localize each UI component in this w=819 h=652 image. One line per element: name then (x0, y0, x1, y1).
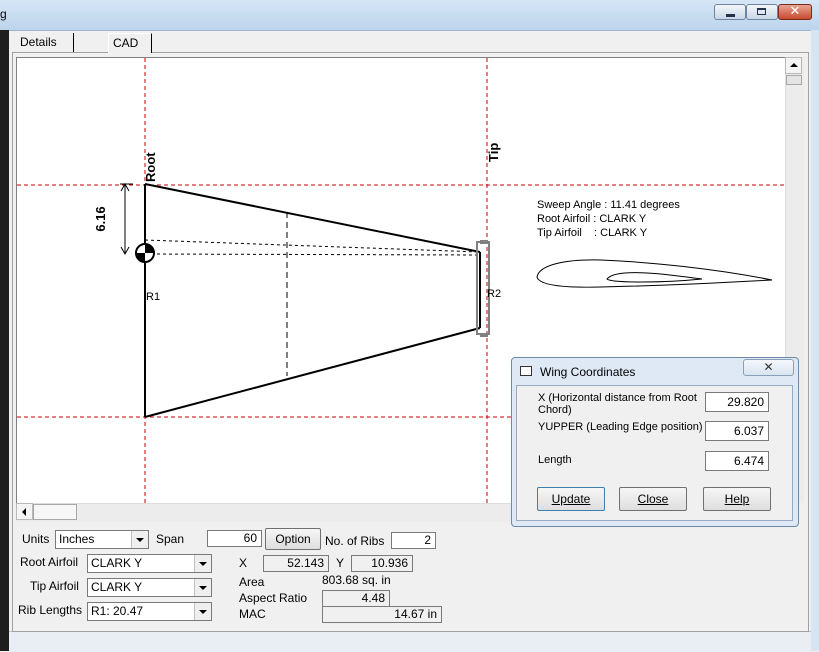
dialog-title: Wing Coordinates (540, 365, 636, 379)
window-icon (520, 366, 532, 376)
length-input[interactable]: 6.474 (705, 451, 769, 471)
span-input[interactable]: 60 (207, 530, 262, 547)
root-airfoil-label: Root Airfoil (20, 555, 79, 569)
aspect-ratio-value: 4.48 (322, 590, 390, 607)
help-button[interactable]: Help (703, 487, 771, 511)
yupper-label: YUPPER (Leading Edge position) (538, 421, 703, 433)
length-label: Length (538, 454, 572, 466)
left-edge (0, 30, 9, 651)
tip-airfoil-value: CLARK Y (91, 580, 143, 594)
units-select[interactable]: Inches (55, 530, 149, 549)
rib2-label: R2 (487, 288, 501, 300)
root-airfoil-select[interactable]: CLARK Y (87, 554, 212, 573)
rib-lengths-value: R1: 20.47 (91, 604, 144, 618)
root-airfoil-value: CLARK Y (91, 556, 143, 570)
right-frame (811, 30, 819, 651)
rib2-handle-bottom (480, 333, 488, 337)
chord-dimension-label: 6.16 (93, 206, 108, 231)
area-value: 803.68 sq. in (322, 573, 391, 587)
tip-airfoil-label: Tip Airfoil (30, 579, 79, 593)
tab-details[interactable]: Details (16, 33, 74, 52)
scroll-left-button[interactable] (16, 503, 33, 520)
aspect-ratio-label: Aspect Ratio (239, 591, 308, 605)
leading-edge-line (144, 183, 481, 253)
mac-value: 14.67 in (322, 606, 442, 623)
vertical-scroll-thumb[interactable] (786, 75, 802, 85)
wing-planform-drawing: 6.16 Root Tip R1 R2 (17, 58, 786, 504)
close-window-button[interactable]: ✕ (778, 3, 812, 20)
y-value: 10.936 (351, 555, 413, 572)
internal-lines (144, 212, 481, 376)
dialog-close-button[interactable]: ✕ (743, 359, 794, 376)
units-value: Inches (59, 532, 95, 546)
chevron-down-icon (136, 538, 144, 542)
span-label: Span (156, 532, 185, 546)
airfoil-profile (536, 259, 773, 288)
scroll-up-button[interactable] (785, 57, 802, 74)
tip-label: Tip (486, 143, 501, 162)
area-label: Area (239, 575, 265, 589)
trailing-edge-line (144, 327, 481, 418)
tip-airfoil-text: Tip Airfoil : CLARK Y (537, 227, 648, 239)
units-label: Units (22, 532, 50, 546)
rib-lengths-dropdown-button[interactable] (194, 603, 211, 620)
ribs-input[interactable]: 2 (391, 532, 436, 549)
arrow-left-icon (22, 508, 26, 516)
bottom-frame (9, 631, 811, 652)
rib-lengths-label: Rib Lengths (18, 603, 83, 617)
quarter-chord-line (144, 239, 481, 253)
sweep-angle-text: Sweep Angle : 11.41 degrees (537, 199, 680, 211)
rib2-handle-top (480, 240, 488, 244)
x-label: X (239, 556, 248, 570)
horizontal-scroll-thumb[interactable] (33, 504, 77, 520)
units-dropdown-button[interactable] (131, 531, 148, 548)
wing-outline (144, 183, 481, 418)
title-bar (0, 0, 819, 31)
tip-airfoil-select[interactable]: CLARK Y (87, 578, 212, 597)
root-label: Root (143, 152, 158, 182)
tab-cad[interactable]: CAD (108, 33, 152, 53)
cg-symbol (135, 243, 155, 263)
tip-airfoil-dropdown-button[interactable] (194, 579, 211, 596)
dialog-close-action-button[interactable]: Close (619, 487, 687, 511)
chevron-down-icon (199, 610, 207, 614)
ribs-label: No. of Ribs (325, 534, 385, 548)
rib-lengths-select[interactable]: R1: 20.47 (87, 602, 212, 621)
minimize-icon (726, 14, 735, 17)
y-label: Y (336, 556, 345, 570)
close-icon: ✕ (763, 360, 774, 374)
maximize-icon (757, 8, 766, 15)
chevron-down-icon (199, 562, 207, 566)
window-title: g (0, 7, 7, 21)
x-distance-input[interactable]: 29.820 (705, 392, 769, 412)
maximize-button[interactable] (746, 4, 778, 20)
rib1-label: R1 (146, 291, 160, 303)
update-button[interactable]: Update (537, 487, 605, 511)
chord-dimension (120, 182, 133, 256)
yupper-input[interactable]: 6.037 (705, 421, 769, 441)
arrow-up-icon (790, 63, 798, 67)
chevron-down-icon (199, 586, 207, 590)
tab-panel (12, 52, 809, 632)
root-airfoil-dropdown-button[interactable] (194, 555, 211, 572)
root-airfoil-text: Root Airfoil : CLARK Y (537, 213, 647, 225)
close-icon: ✕ (789, 3, 801, 18)
mac-line (144, 253, 481, 256)
option-button[interactable]: Option (265, 528, 321, 550)
minimize-button[interactable] (714, 4, 746, 20)
x-distance-label: X (Horizontal distance from Root Chord) (538, 392, 697, 416)
mac-label: MAC (239, 607, 266, 621)
x-value: 52.143 (263, 555, 329, 572)
